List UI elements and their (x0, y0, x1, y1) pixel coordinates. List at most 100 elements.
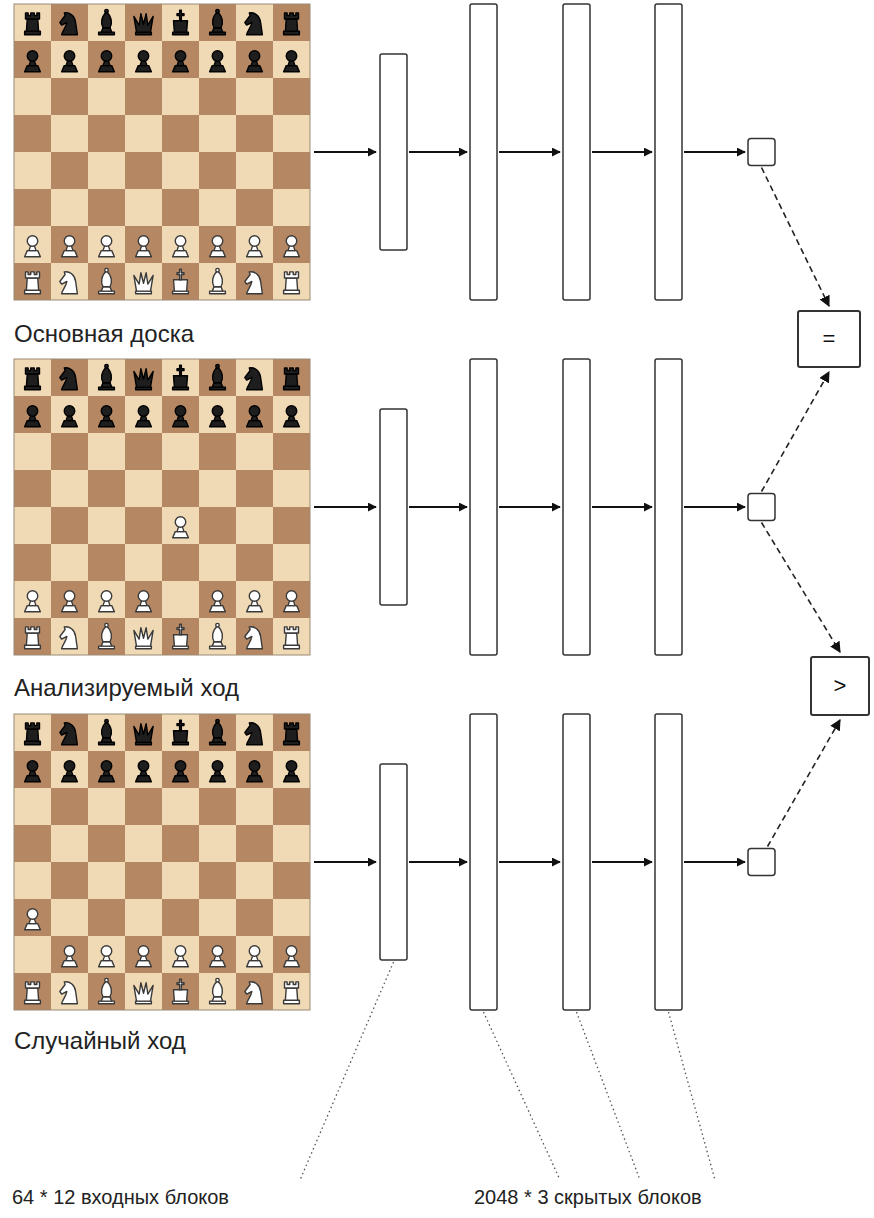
board-square (88, 618, 125, 655)
board-square (273, 825, 310, 862)
board-square (162, 714, 199, 751)
flow-arrow (592, 151, 652, 153)
chess-piece (99, 978, 115, 1003)
board-square (236, 825, 273, 862)
layer-block (470, 359, 497, 655)
chess-piece (284, 591, 300, 612)
board-square (14, 115, 51, 152)
board-square (273, 973, 310, 1010)
flow-arrow (409, 151, 467, 153)
comparison-arrow (762, 523, 841, 653)
chess-piece (62, 591, 78, 612)
board-square (88, 825, 125, 862)
board-square (273, 936, 310, 973)
board-square (14, 825, 51, 862)
board-square (125, 470, 162, 507)
board-square (236, 470, 273, 507)
board-square (88, 470, 125, 507)
chess-piece (136, 406, 152, 427)
board-square (14, 396, 51, 433)
board-square (125, 899, 162, 936)
chess-piece (60, 272, 78, 294)
board-square (88, 544, 125, 581)
board-square (125, 507, 162, 544)
chess-piece (247, 236, 263, 257)
chess-piece (99, 761, 115, 782)
chess-piece (99, 946, 115, 967)
layer-block (655, 359, 682, 655)
board-square (273, 41, 310, 78)
board-square (236, 751, 273, 788)
board-square (273, 618, 310, 655)
board-square (162, 226, 199, 263)
chess-piece (173, 517, 189, 538)
chess-piece (173, 946, 189, 967)
board-square (51, 899, 88, 936)
board-square (199, 396, 236, 433)
board-square (88, 899, 125, 936)
board-square (125, 936, 162, 973)
board-square (125, 714, 162, 751)
board-square (162, 78, 199, 115)
chess-piece (99, 364, 115, 389)
board-square (199, 78, 236, 115)
board-square (273, 359, 310, 396)
board-square (162, 470, 199, 507)
board-square (51, 189, 88, 226)
flow-arrow (499, 861, 560, 863)
board-square (88, 396, 125, 433)
board-square (162, 263, 199, 300)
board-square (199, 433, 236, 470)
board-square (125, 78, 162, 115)
board-square (199, 152, 236, 189)
board-square (88, 189, 125, 226)
board-square (14, 359, 51, 396)
chess-piece (99, 9, 115, 34)
board-square (273, 433, 310, 470)
output-unit (748, 139, 775, 166)
chess-piece (284, 946, 300, 967)
chess-piece (173, 269, 189, 294)
chess-piece (134, 983, 153, 1004)
board-square (14, 4, 51, 41)
board-square (14, 433, 51, 470)
chess-piece (62, 406, 78, 427)
board-square (273, 396, 310, 433)
board-square (125, 115, 162, 152)
board-square (273, 470, 310, 507)
flow-arrow (314, 151, 376, 153)
layer-block (380, 54, 407, 250)
chess-piece (210, 978, 226, 1003)
board-square (273, 78, 310, 115)
board-square (88, 263, 125, 300)
chess-piece (173, 236, 189, 257)
chess-piece (210, 236, 226, 257)
chess-piece (173, 406, 189, 427)
chess-piece (210, 364, 226, 389)
board-square (162, 788, 199, 825)
chess-piece (99, 268, 115, 293)
chess-piece (284, 272, 300, 294)
output-unit (748, 849, 775, 876)
board-square (199, 618, 236, 655)
board-square (162, 618, 199, 655)
board-square (162, 899, 199, 936)
chess-piece (99, 623, 115, 648)
board-frame (14, 359, 310, 655)
board-square (236, 714, 273, 751)
board-square (236, 41, 273, 78)
layer-block (655, 4, 682, 300)
chess-piece (25, 627, 41, 649)
board-square (162, 751, 199, 788)
chess-piece (136, 761, 152, 782)
board-square (51, 751, 88, 788)
board-square (273, 226, 310, 263)
chess-piece (247, 591, 263, 612)
board-square (14, 714, 51, 751)
board-square (162, 581, 199, 618)
board-square (51, 359, 88, 396)
board-square (199, 4, 236, 41)
board-square (14, 226, 51, 263)
board-square (199, 507, 236, 544)
